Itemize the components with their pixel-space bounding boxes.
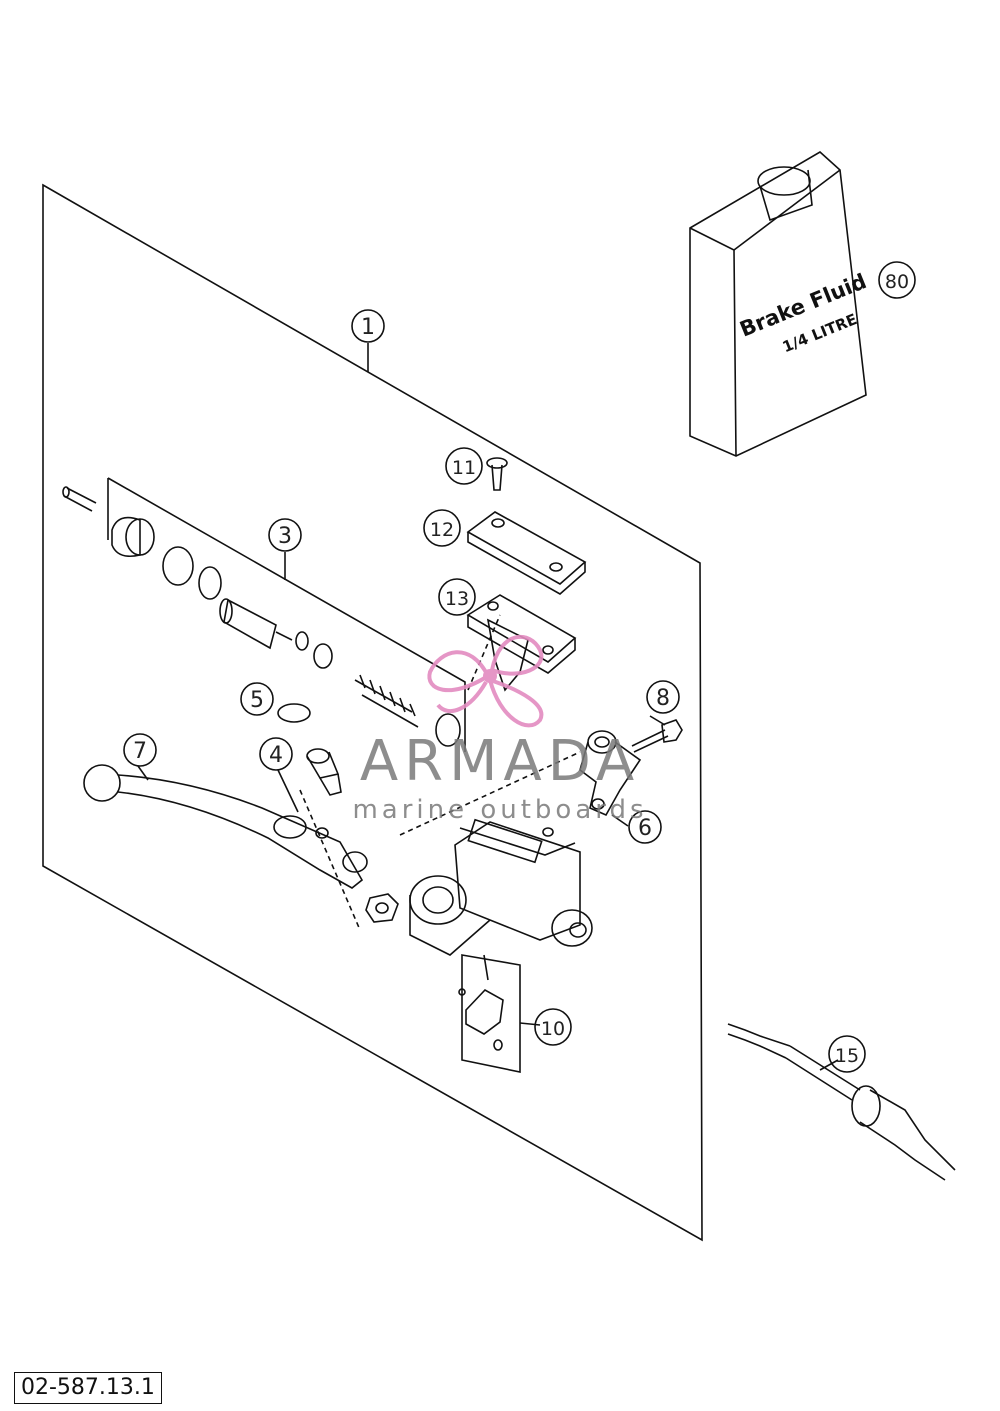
seal-ring-b xyxy=(198,566,222,600)
leader-6 xyxy=(611,814,629,827)
callout-80: 80 xyxy=(885,271,909,293)
brake-light-switch xyxy=(458,954,504,1051)
brake-lever xyxy=(83,764,368,889)
callout-15: 15 xyxy=(835,1045,859,1067)
cap-screw xyxy=(486,457,508,491)
reference-number: 02-587.13.1 xyxy=(14,1372,162,1404)
brake-fluid-bottle xyxy=(689,151,867,457)
watermark-tagline: marine outboards xyxy=(352,795,647,825)
o-ring xyxy=(435,713,461,747)
callout-5: 5 xyxy=(250,688,264,713)
callout-12: 12 xyxy=(430,519,454,541)
reservoir-cap xyxy=(466,511,587,595)
hex-nut xyxy=(365,893,399,923)
callout-7: 7 xyxy=(133,739,147,764)
callout-1: 1 xyxy=(361,315,375,340)
callout-13: 13 xyxy=(445,588,469,610)
brake-hose xyxy=(727,1023,956,1181)
dust-boot xyxy=(111,516,155,558)
assembly-dash-c xyxy=(467,614,501,691)
leader-10 xyxy=(519,1022,541,1026)
return-spring xyxy=(354,674,419,728)
armada-watermark: ARMADA marine outboards xyxy=(352,634,647,825)
callout-11: 11 xyxy=(452,457,476,479)
washer-5 xyxy=(277,703,311,723)
group-3-bracket-top xyxy=(107,477,466,752)
callout-8: 8 xyxy=(656,686,670,711)
callout-4: 4 xyxy=(269,743,283,768)
callout-3: 3 xyxy=(278,524,292,549)
cup-seal xyxy=(313,643,333,669)
callout-10: 10 xyxy=(541,1018,565,1040)
seal-ring-a xyxy=(162,546,194,586)
handlebar-clamp xyxy=(579,730,642,817)
leader-15 xyxy=(819,1059,839,1071)
group-10-frame xyxy=(461,954,521,1073)
leader-8 xyxy=(649,715,666,726)
assembly-dash-b xyxy=(399,751,581,836)
small-washer xyxy=(295,631,309,651)
leader-4 xyxy=(277,769,299,813)
clamp-bolt xyxy=(631,719,683,753)
pin xyxy=(62,486,97,512)
assembly-dash-a xyxy=(299,789,361,931)
master-cylinder-body xyxy=(409,818,593,956)
propeller-logo-icon xyxy=(427,634,544,728)
piston xyxy=(219,598,293,650)
pivot-bolt xyxy=(306,748,342,796)
hex-nut-hole xyxy=(375,902,389,914)
callout-circles xyxy=(123,261,916,1073)
assembly-frame xyxy=(42,183,703,1242)
callout-6: 6 xyxy=(638,816,652,841)
watermark-brand: ARMADA xyxy=(360,729,640,794)
